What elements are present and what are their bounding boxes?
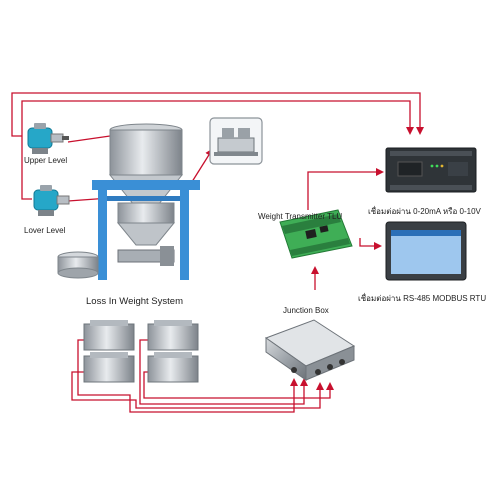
wire-loadcell-2 [139, 339, 308, 405]
transmitter-board-icon [279, 209, 353, 259]
upper-level-sensor [27, 123, 69, 154]
lover-level-label: Lover Level [24, 226, 66, 235]
lover-level-sensor [33, 185, 70, 216]
hmi-panel [385, 221, 467, 281]
wire-loadcell-4 [143, 371, 334, 399]
junction-box-icon [264, 319, 356, 381]
load-cell-inset [209, 117, 263, 165]
load-cell-icon [147, 320, 199, 351]
hmi-panel-icon [385, 221, 467, 281]
wire-upper-level-to-plc [11, 92, 424, 137]
plc-icon [385, 147, 477, 193]
level-sensor-icon [27, 123, 69, 154]
wire-transmitter-to-plc [307, 168, 384, 210]
load-cell-icon [83, 352, 135, 383]
wire-upper-sensor-tail [67, 135, 111, 143]
wire-callout-inset [189, 148, 214, 186]
wire-loadcell-1 [77, 339, 298, 413]
modbus-output-label: เชื่อมต่อผ่าน RS-485 MODBUS RTU [358, 294, 487, 303]
weight-transmitter-label: Weight Transmitter TLU [258, 212, 343, 221]
load-cell-icon [147, 352, 199, 383]
loss-in-weight-system [57, 123, 200, 280]
wire-lover-level-to-plc [21, 100, 414, 200]
wire-loadcell-3 [71, 371, 324, 409]
upper-level-label: Upper Level [24, 156, 68, 165]
junction-box-label: Junction Box [283, 306, 329, 315]
load-cell-icon [83, 320, 135, 351]
load-cell-group [83, 320, 199, 383]
wiring [11, 92, 424, 413]
weight-transmitter [279, 209, 353, 259]
wire-transmitter-to-hmi [359, 238, 382, 250]
load-cell-icon [57, 251, 99, 279]
plc-controller [385, 147, 477, 193]
analog-output-label: เชื่อมต่อผ่าน 0-20mA หรือ 0-10V [368, 207, 481, 216]
load-cell-icon [214, 128, 258, 156]
loss-in-weight-label: Loss In Weight System [86, 296, 183, 307]
level-sensor-icon [33, 185, 70, 216]
junction-box [264, 319, 356, 381]
